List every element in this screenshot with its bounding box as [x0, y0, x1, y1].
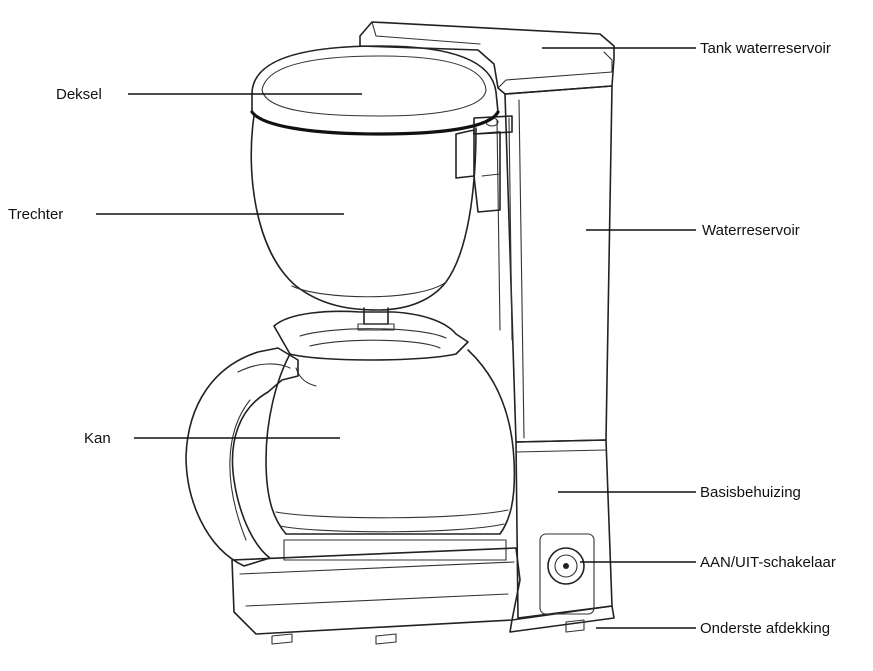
reservoir-tower-drawing	[496, 85, 613, 443]
spout-drawing	[455, 115, 513, 213]
base-housing-drawing	[271, 439, 615, 645]
funnel-drawing	[250, 115, 477, 331]
base-plate-drawing	[231, 547, 521, 635]
label-onderste-afdekking: Onderste afdekking	[700, 620, 830, 637]
coffee-maker-drawing	[185, 21, 615, 645]
label-waterreservoir: Waterreservoir	[702, 222, 800, 239]
label-tank-waterreservoir: Tank waterreservoir	[700, 40, 831, 57]
power-switch-drawing	[539, 533, 595, 615]
label-deksel: Deksel	[56, 86, 102, 103]
label-kan: Kan	[84, 430, 111, 447]
leader-lines	[96, 47, 696, 629]
part-labels: Deksel Trechter Kan Tank waterreservoir …	[8, 40, 836, 637]
label-basisbehuizing: Basisbehuizing	[700, 484, 801, 501]
filter-lid-drawing	[250, 45, 500, 136]
tank-lid-drawing	[359, 21, 615, 95]
label-trechter: Trechter	[8, 206, 63, 223]
label-aan-uit-schakelaar: AAN/UIT-schakelaar	[700, 554, 836, 571]
